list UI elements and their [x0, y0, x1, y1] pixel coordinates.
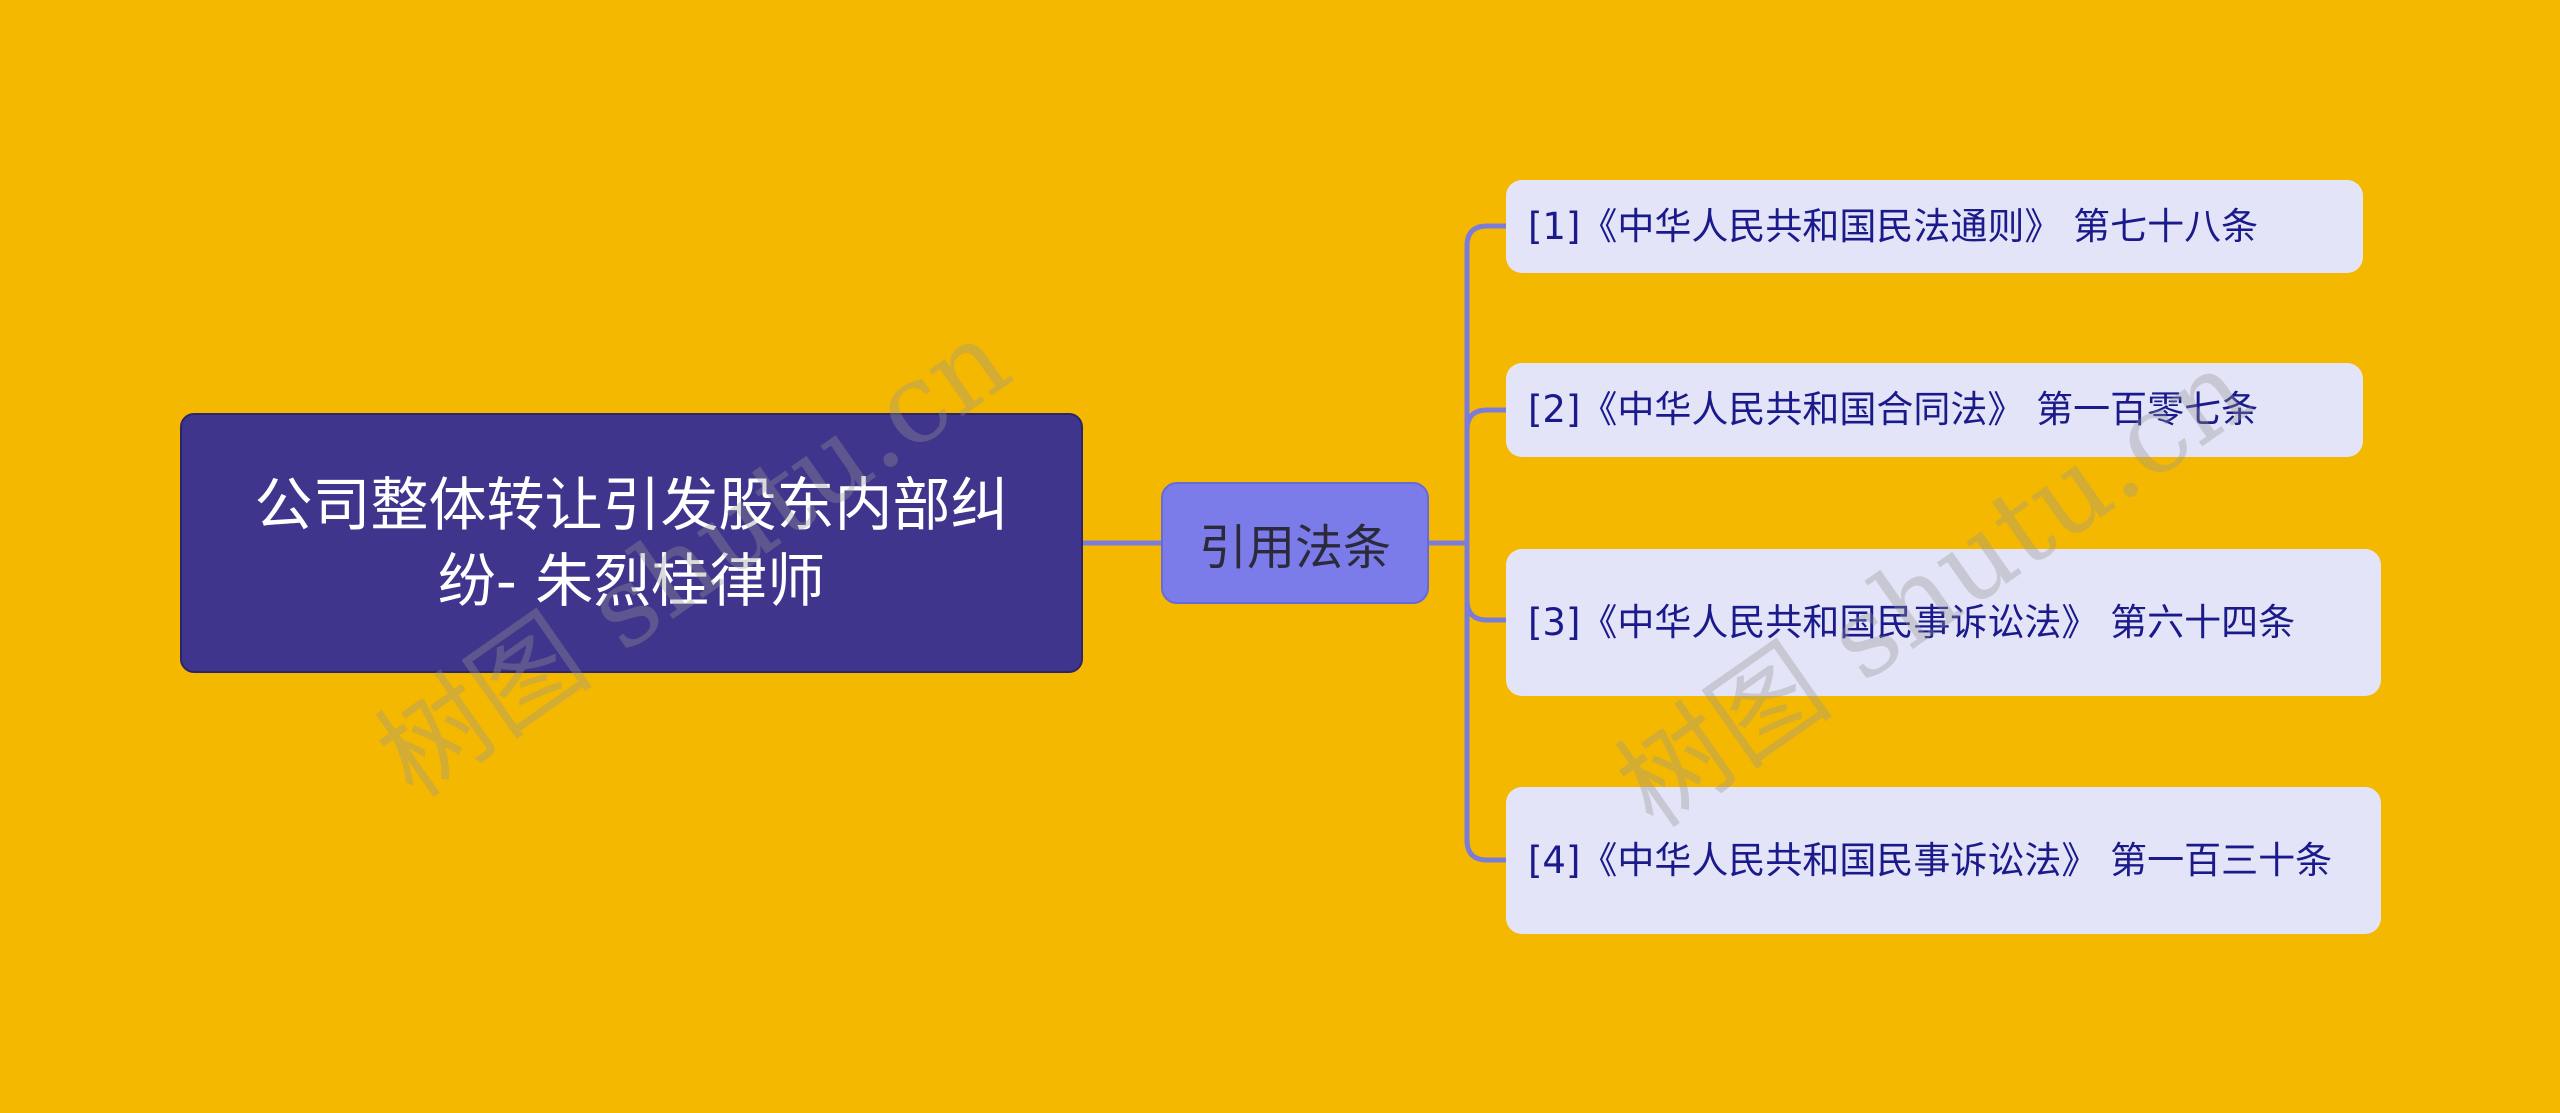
- leaf-node-1[interactable]: [1]《中华人民共和国民法通则》 第七十八条: [1506, 180, 2363, 273]
- leaf-node-3[interactable]: [3]《中华人民共和国民事诉讼法》 第六十四条: [1506, 549, 2381, 696]
- middle-node-cited-laws[interactable]: 引用法条: [1161, 482, 1429, 604]
- root-title: 公司整体转让引发股东内部纠纷- 朱烈桂律师: [254, 471, 1009, 615]
- connector-leaf-2: [1464, 407, 1506, 431]
- leaf-text: [1]《中华人民共和国民法通则》 第七十八条: [1528, 204, 2259, 248]
- middle-label: 引用法条: [1198, 520, 1391, 576]
- root-node[interactable]: 公司整体转让引发股东内部纠纷- 朱烈桂律师: [180, 413, 1083, 673]
- leaf-text: [2]《中华人民共和国合同法》 第一百零七条: [1528, 388, 2259, 431]
- leaf-node-2[interactable]: [2]《中华人民共和国合同法》 第一百零七条: [1506, 363, 2363, 457]
- leaf-node-4[interactable]: [4]《中华人民共和国民事诉讼法》 第一百三十条: [1506, 787, 2381, 934]
- connector-leaf-1: [1464, 223, 1506, 863]
- leaf-text: [4]《中华人民共和国民事诉讼法》 第一百三十条: [1528, 838, 2333, 882]
- leaf-text: [3]《中华人民共和国民事诉讼法》 第六十四条: [1528, 600, 2296, 644]
- connector-leaf-3: [1464, 599, 1506, 623]
